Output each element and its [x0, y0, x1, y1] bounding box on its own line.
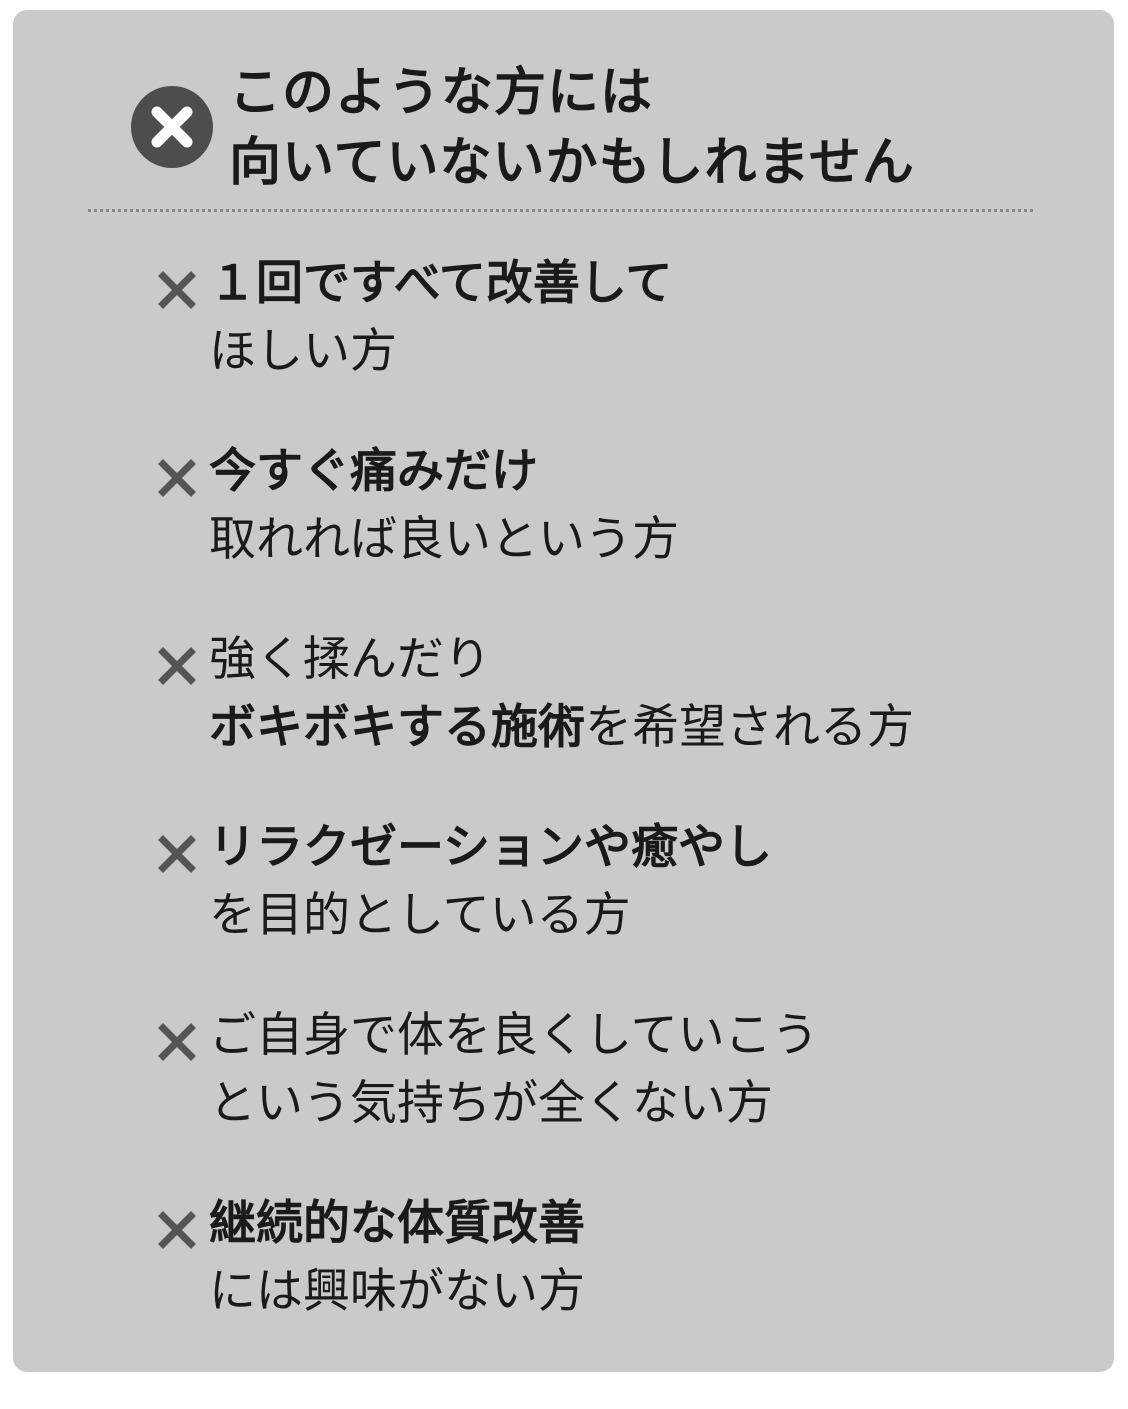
x-mark-icon: [157, 458, 197, 498]
list-item-text: ご自身で体を良くしていこう という気持ちが全くない方: [209, 1002, 819, 1138]
card-header: このような方には 向いていないかもしれません: [131, 58, 1031, 198]
list-item-line-2: を目的としている方: [209, 888, 631, 943]
list-item: リラクゼーションや癒やし を目的としている方: [153, 814, 1083, 1002]
list-item-text: １回ですべて改善して ほしい方: [209, 250, 672, 386]
list-item-line-1: 今すぐ痛みだけ: [209, 444, 538, 499]
list-item-emphasis: ボキボキする施術: [209, 700, 585, 755]
list-item-line-2: という気持ちが全くない方: [209, 1076, 773, 1131]
info-card: このような方には 向いていないかもしれません １回ですべて改善して ほしい方: [13, 10, 1114, 1372]
list-item-line-1: リラクゼーションや癒やし: [209, 820, 773, 875]
x-mark-icon: [157, 1022, 197, 1062]
x-mark-icon: [157, 270, 197, 310]
list-item-line-1: 強く揉んだり: [209, 632, 491, 687]
list-item-text: リラクゼーションや癒やし を目的としている方: [209, 814, 772, 950]
list-item-line-1: １回ですべて改善して: [209, 256, 673, 311]
x-mark-icon: [157, 1210, 197, 1250]
list-item-line-2: ボキボキする施術を希望される方: [209, 694, 914, 762]
unsuitable-list: １回ですべて改善して ほしい方 今すぐ痛みだけ 取れれば良いという方: [153, 250, 1083, 1378]
list-item-line-1: 継続的な体質改善: [209, 1196, 585, 1251]
x-circle-icon: [131, 86, 213, 168]
list-item-text: 継続的な体質改善 には興味がない方: [209, 1190, 585, 1326]
list-item: 継続的な体質改善 には興味がない方: [153, 1190, 1083, 1378]
list-item-line-2: 取れれば良いという方: [209, 512, 679, 567]
title-line-1: このような方には: [229, 63, 654, 123]
list-item: 今すぐ痛みだけ 取れれば良いという方: [153, 438, 1083, 626]
list-item: 強く揉んだり ボキボキする施術を希望される方: [153, 626, 1083, 814]
list-item-text: 今すぐ痛みだけ 取れれば良いという方: [209, 438, 679, 574]
dotted-divider: [88, 209, 1033, 212]
list-item: １回ですべて改善して ほしい方: [153, 250, 1083, 438]
page-title: このような方には 向いていないかもしれません: [229, 58, 915, 198]
x-mark-icon: [157, 646, 197, 686]
x-mark-icon: [157, 834, 197, 874]
list-item: ご自身で体を良くしていこう という気持ちが全くない方: [153, 1002, 1083, 1190]
list-item-line-1: ご自身で体を良くしていこう: [209, 1008, 819, 1063]
list-item-line-2-rest: を希望される方: [585, 700, 914, 755]
list-item-line-2: には興味がない方: [209, 1264, 585, 1319]
list-item-line-2: ほしい方: [209, 324, 397, 379]
list-item-text: 強く揉んだり ボキボキする施術を希望される方: [209, 626, 914, 762]
title-line-2: 向いていないかもしれません: [229, 133, 915, 193]
